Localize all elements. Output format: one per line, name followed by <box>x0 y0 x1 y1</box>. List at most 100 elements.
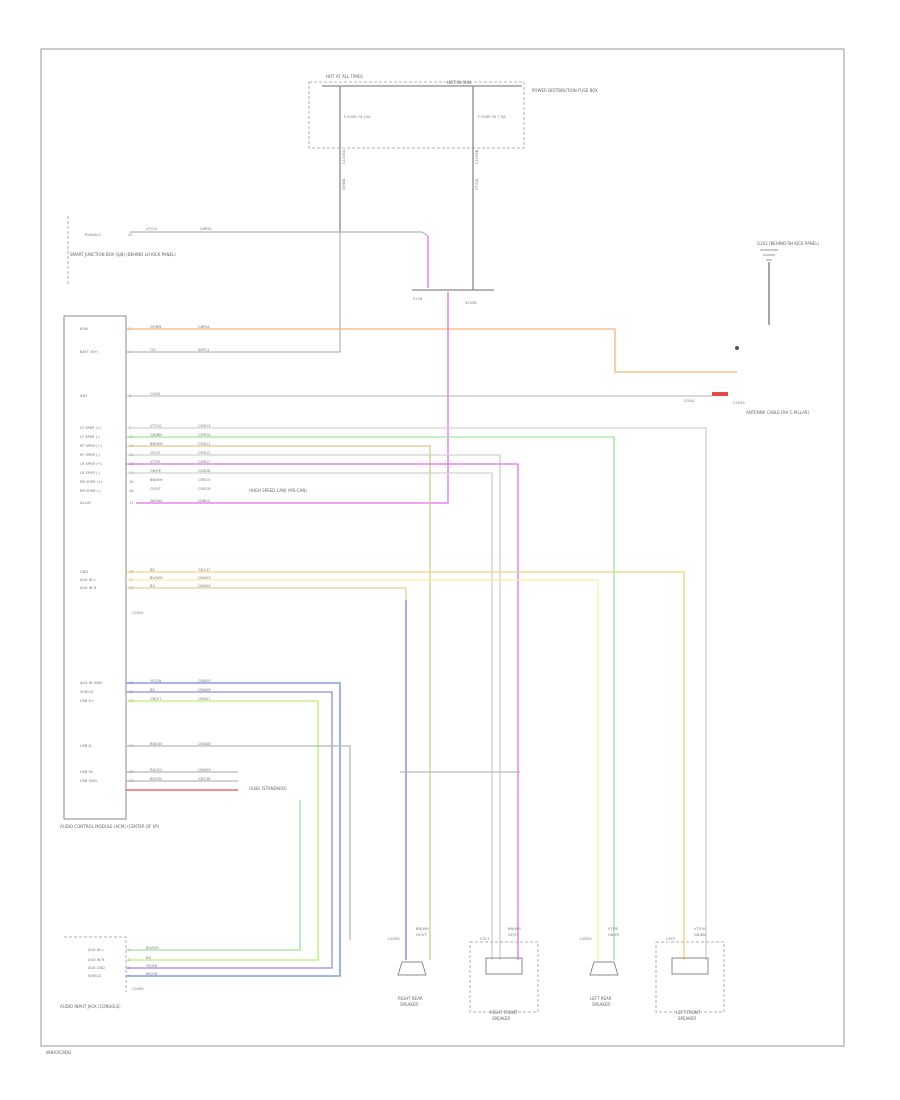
acm-pin-wire-color: GN/BN <box>150 433 162 437</box>
sjb-wire: VT/OG <box>146 227 158 231</box>
wire-run <box>126 232 341 353</box>
fuse-right-label: F-FUSE 30 7.5A <box>478 115 506 119</box>
speaker-wire-neg: GN/BN <box>694 933 706 937</box>
acm-pin-name: AUX IN R <box>80 586 97 590</box>
acm-pin-circuit: CME17 <box>198 460 210 464</box>
wire-aux-l <box>126 682 341 977</box>
jack-pin-wire-color: BU <box>146 956 151 960</box>
wire-lf-neg <box>126 436 615 960</box>
acm-pin-name: ANT <box>80 394 88 398</box>
speaker-wire-pos: VT/OG <box>694 927 706 931</box>
speaker-connector: C511 <box>480 937 489 941</box>
acm-pin-wire-color: BN/GN <box>150 742 162 746</box>
ground-point: G202 (BEHIND RH KICK PANEL) <box>735 241 820 350</box>
speaker-wire-pos: BN/WH <box>416 927 429 931</box>
acm-pin-wire-color: RD/OG <box>150 768 162 772</box>
jack-pin-name: AUX IN R <box>88 958 105 962</box>
fuse-right-wire-color: VT/OG <box>475 178 479 190</box>
acm-pin-circuit: CMA09 <box>198 768 211 772</box>
acm-pin-name: AUX IN L <box>80 578 96 582</box>
acm-pin-wire-color: VT/OG <box>150 424 162 428</box>
acm-pin-wire-color: BN/WH <box>150 442 163 446</box>
acm-pin-wire-color: BU/WH <box>150 576 163 580</box>
speaker-label: SPEAKER <box>678 1016 696 1021</box>
acm-pin-wire-color: WH/BU <box>150 499 163 503</box>
fuse-right-connector: C1035B <box>475 149 479 164</box>
antenna-cable-type: COAX <box>684 399 695 403</box>
acm-pin-circuit: CMA04 <box>198 584 211 588</box>
wire-rrs <box>126 587 407 960</box>
acm-pin-number: 15 <box>129 480 134 484</box>
acm-pin-circuit: CME14 <box>198 433 211 437</box>
jack-pin-name: AUX GND <box>88 966 105 970</box>
speaker-cone <box>397 961 427 976</box>
acm-pin-wire-color: YE/GN <box>150 679 161 683</box>
acm-pin-wire-color: COAX <box>150 392 161 396</box>
acm-pin-wire-color: GY/VT <box>150 487 161 491</box>
acm-pin-name: LF SPKR (-) <box>80 435 100 439</box>
acm-pin-circuit: CME11 <box>198 442 210 446</box>
speaker-label: LEFT FRONT <box>676 1010 701 1015</box>
acm-pin-name: BATT (B+) <box>80 350 99 354</box>
acm-pin-name: RUN <box>80 327 88 331</box>
jack-outline <box>64 936 127 992</box>
speaker-wire-neg: GY/VT <box>416 933 427 937</box>
acm-pin-circuit: CMA05 <box>198 679 211 683</box>
wire-rf-pos <box>126 445 431 960</box>
acm-outline <box>63 315 127 820</box>
antenna-cable: ANTENNA CABLE (RH C-PILLAR) C3033 COAX <box>684 392 810 415</box>
acm-pin-circuit: CMA06 <box>198 688 211 692</box>
acm-pin-wire-color: GY/BN <box>150 325 161 329</box>
acm-pin-circuit: CME18 <box>198 469 211 473</box>
audio-input-jack: AUDIO INPUT JACK (CONSOLE) C2400 AUX IN … <box>60 936 159 1009</box>
speaker-connector: C507 <box>666 937 675 941</box>
acm-pin-name: USB D+ <box>80 699 94 703</box>
ground-dot <box>735 346 739 350</box>
acm-pin-wire-color: GY/VT <box>150 451 161 455</box>
speaker-connector: C4350 <box>388 937 400 941</box>
acm-pin-name: USB D- <box>80 744 93 748</box>
speaker-connector: C4050 <box>580 937 592 941</box>
splice-right-label: S255B <box>465 301 477 305</box>
acm-pin-circuit: CME16 <box>198 487 211 491</box>
speaker-outline <box>469 941 539 1013</box>
acm-pin-name: RR SPKR (+) <box>80 480 103 484</box>
wire-aux-shield <box>126 800 301 951</box>
jack-pin-wire-color: YE/GN <box>146 964 157 968</box>
fuse-box-feed-right: HOT IN RUN <box>447 80 471 85</box>
speaker-label: SPEAKER <box>492 1016 510 1021</box>
acm-pin-wire-color: GN/YE <box>150 469 162 473</box>
sjb-run-wire <box>130 231 429 237</box>
fuse-left-label: F-FUSE 15 10A <box>344 115 371 119</box>
acm-pin-circuit: CBP44 <box>198 325 210 329</box>
diagram-frame <box>40 48 845 1047</box>
speaker-label: RIGHT FRONT <box>490 1010 518 1015</box>
wire-lf-pos <box>126 427 707 960</box>
audio-control-module: AUDIO CONTROL MODULE (ACM) (CENTER OF I/… <box>60 315 307 829</box>
ground-symbol <box>760 249 778 261</box>
acm-pin-name: GND <box>80 570 88 574</box>
speaker-label: LEFT REAR <box>590 996 612 1001</box>
acm-pin-number: 16 <box>129 489 134 493</box>
speaker-outline <box>655 941 725 1013</box>
jack-pin-wire-color: BU/WH <box>146 946 159 950</box>
acm-pin-wire-color: BK <box>150 568 155 572</box>
fuse-box-outline <box>308 81 525 149</box>
fuse-box-feed-left: HOT AT ALL TIMES <box>326 74 363 79</box>
wire-rr-neg <box>126 472 493 960</box>
acm-note-usb: (USB) (STANDARD) <box>249 786 287 791</box>
jack-pin-wire-color: BK/GN <box>146 972 158 976</box>
acm-pin-wire-color: BK <box>150 688 155 692</box>
sjb-pin-name: RUN/ACC <box>85 233 102 237</box>
wire-lr-pos <box>126 571 685 960</box>
acm-pin-circuit: CMA03 <box>198 576 211 580</box>
speaker-cone <box>589 961 619 976</box>
wire-ground <box>126 745 351 940</box>
acm-pin-circuit: GD137 <box>198 568 210 572</box>
speaker-wire-neg: GY/VT <box>508 933 519 937</box>
speaker-wire-neg: GN/YE <box>608 933 620 937</box>
acm-pin-circuit: CME12 <box>198 451 210 455</box>
sjb-label: SMART JUNCTION BOX (SJB) (BEHIND LH KICK… <box>70 252 176 257</box>
